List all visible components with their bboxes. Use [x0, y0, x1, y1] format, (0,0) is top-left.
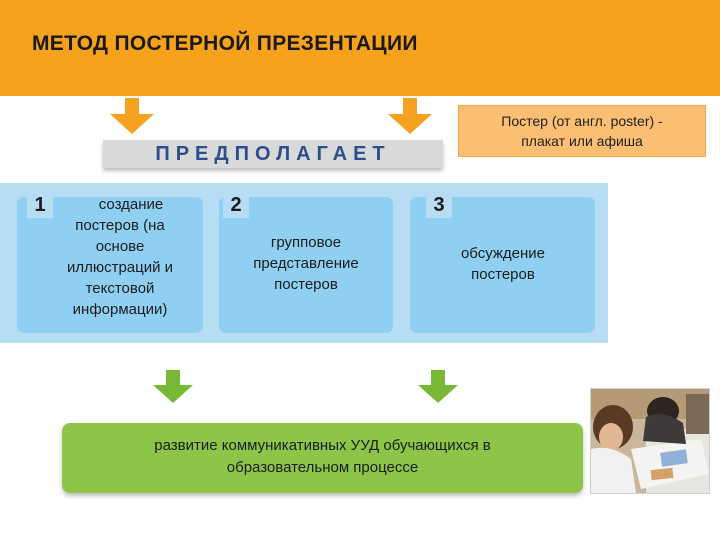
- poster-definition-box: Постер (от англ. poster) - плакат или аф…: [458, 105, 706, 157]
- page-title: МЕТОД ПОСТЕРНОЙ ПРЕЗЕНТАЦИИ: [32, 32, 418, 55]
- students-photo-illustration: [591, 389, 709, 493]
- result-box: развитие коммуникативных УУД обучающихся…: [62, 423, 583, 493]
- step-card-2: [219, 197, 393, 333]
- definition-line-2: плакат или афиша: [521, 133, 643, 149]
- step-card-1: [17, 197, 203, 333]
- step-1-line: постеров (на: [75, 217, 165, 234]
- step-1-line: иллюстраций и: [66, 259, 174, 276]
- step-2-line: постеров: [274, 276, 338, 293]
- students-photo: [590, 388, 710, 494]
- step-1-line: текстовой: [85, 280, 155, 297]
- step-1-line: создание: [98, 196, 164, 213]
- step-1-line: информации): [72, 301, 168, 318]
- step-2-line: групповое: [270, 234, 342, 251]
- step-number-1: 1: [27, 192, 53, 218]
- step-2-line: представление: [253, 255, 359, 272]
- step-3-line: постеров: [471, 266, 535, 283]
- step-1-line: основе: [95, 238, 145, 255]
- definition-line-1: Постер (от англ. poster) -: [501, 113, 663, 129]
- step-card-3: [410, 197, 595, 333]
- step-text-1: создание постеров (на основе иллюстраций…: [35, 194, 205, 320]
- step-number-3: 3: [426, 192, 452, 218]
- result-line-2: образовательном процессе: [226, 459, 419, 476]
- step-text-3: обсуждение постеров: [418, 243, 588, 285]
- predpolagaet-label: ПРЕДПОЛАГАЕТ: [103, 140, 443, 168]
- step-number-2: 2: [223, 192, 249, 218]
- step-text-2: групповое представление постеров: [225, 232, 387, 295]
- step-3-line: обсуждение: [460, 245, 546, 262]
- header-bar: МЕТОД ПОСТЕРНОЙ ПРЕЗЕНТАЦИИ: [0, 0, 720, 96]
- result-line-1: развитие коммуникативных УУД обучающихся…: [154, 437, 491, 454]
